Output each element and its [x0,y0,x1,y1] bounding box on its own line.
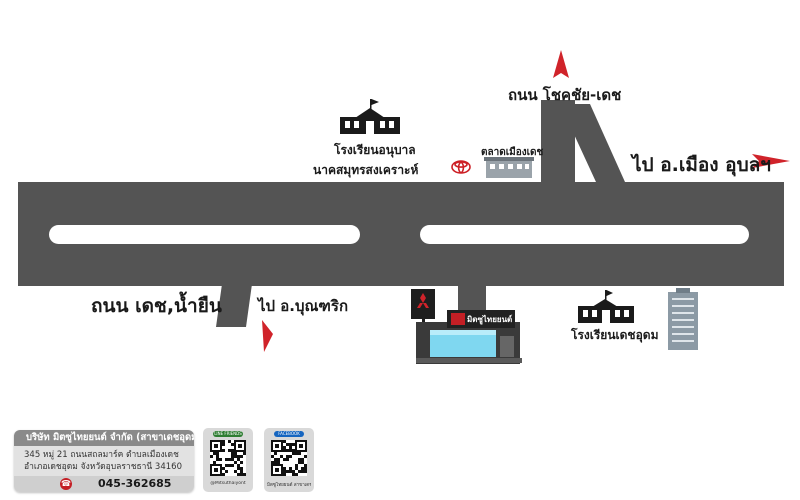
qr-code-icon [210,440,246,476]
market-building-icon [484,157,534,178]
phone-row[interactable]: ☎ 045-362685 [14,476,194,492]
dealership-building [416,310,522,364]
company-name: บริษัท มิตซูไทยยนต์ จำกัด (สาขาเดชอุดม) [14,430,194,446]
market-label: ตลาดเมืองเดช [481,147,544,158]
red-arrow-icon [262,320,273,352]
red-arrow-icon [752,154,790,168]
phone-icon: ☎ [60,478,72,490]
qr-caption: @Mitsuthaiyont [210,481,246,486]
address-line-1: 345 หมู่ 21 ถนนสถลมาร์ค ตำบลเมืองเดช [24,450,179,460]
west-side-road [216,284,252,327]
phone-number[interactable]: 045-362685 [98,477,172,490]
kindergarten-label-line2: นาคสมุทรสงเคราะห์ [313,163,419,177]
kindergarten-label-line1: โรงเรียนอนุบาล [334,143,416,157]
school-building-icon [578,290,634,323]
address-line-2: อำเภอเดชอุดม จังหวัดอุบลราชธานี 34160 [24,462,182,472]
office-tower-icon [668,288,698,350]
school-building-icon [340,99,400,134]
to-buntharik-label: ไป อ.บุณฑริก [258,297,349,315]
north-road-label: ถนน โชคชัย-เดช [508,86,622,104]
to-mueang-label: ไป อ.เมือง อุบลฯ [632,154,771,176]
west-road-label: ถนน เดช,น้ำยืน [91,295,222,317]
qr-tag: FACEBOOK [274,431,304,437]
qr-card-facebook[interactable]: FACEBOOK มิตซูไทยยนต์ สาขาเดชอุดม [264,428,314,492]
dealer-sign-label: มิตซูไทยยนต์ [467,315,513,324]
qr-card-line[interactable]: LINE FRIENDS @Mitsuthaiyont [203,428,253,492]
red-arrow-icon [553,50,569,78]
dealer-driveway [458,284,486,314]
qr-code-icon [271,440,307,476]
address-card: บริษัท มิตซูไทยยนต์ จำกัด (สาขาเดชอุดม) … [14,430,194,492]
mitsubishi-logo-icon [411,289,435,327]
median-west [49,225,360,244]
school-detudom-label: โรงเรียนเดชอุดม [571,328,659,342]
median-east [420,225,749,244]
diagonal-road [560,104,625,182]
qr-caption: มิตซูไทยยนต์ สาขาเดชอุดม [267,483,311,488]
toyota-logo-icon [451,160,471,174]
qr-tag: LINE FRIENDS [213,431,243,437]
